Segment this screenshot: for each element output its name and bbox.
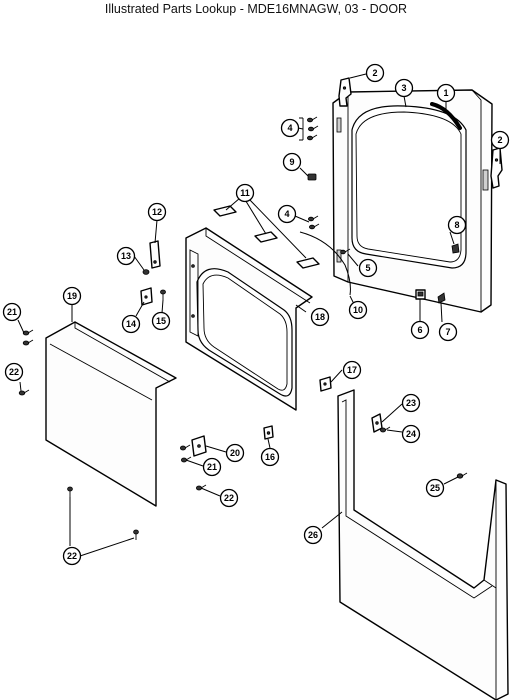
callout-4-upper[interactable]: 4 [280,118,300,138]
part-inner-door-panel[interactable] [185,227,313,411]
callout-21-left[interactable]: 21 [2,302,22,322]
callout-label-2-a: 2 [372,68,377,78]
part-lower-hinge-bracket[interactable] [371,413,383,433]
callout-label-12: 12 [152,207,162,217]
callout-14[interactable]: 14 [121,314,141,334]
callout-label-22-c: 22 [67,551,77,561]
callout-label-4-a: 4 [287,123,292,133]
callout-17[interactable]: 17 [342,360,362,380]
part-lower-hinge-screw[interactable] [379,426,391,433]
part-lower-hinge[interactable] [191,435,207,457]
callout-label-15: 15 [156,316,166,326]
callout-22-bottom[interactable]: 22 [62,546,82,566]
callout-label-8: 8 [454,220,459,230]
part-hinge-plate[interactable] [149,240,161,269]
part-lower-front-panel[interactable] [337,389,509,700]
part-hinge-screw[interactable] [160,289,166,300]
part-nut[interactable] [142,269,150,275]
callout-4-lower[interactable]: 4 [277,204,297,224]
part-hinge-screws[interactable] [179,444,192,463]
callout-22-middle[interactable]: 22 [219,488,239,508]
part-catch-screw[interactable] [437,292,446,304]
callout-10[interactable]: 10 [348,300,368,320]
part-door-screws-bottom[interactable] [67,486,139,540]
part-door-screw-left[interactable] [18,389,30,396]
callout-label-22-b: 22 [224,493,234,503]
callout-label-2-b: 2 [497,135,502,145]
callout-label-26: 26 [308,530,318,540]
part-door-strike[interactable] [263,425,274,440]
callout-22-left[interactable]: 22 [4,362,24,382]
callout-24[interactable]: 24 [401,424,421,444]
part-hinge[interactable] [140,287,153,306]
callout-1[interactable]: 1 [436,83,456,103]
part-screw[interactable] [340,248,351,255]
callout-label-11: 11 [240,188,250,198]
callout-label-13: 13 [121,251,131,261]
callout-label-21-b: 21 [207,462,217,472]
part-door-screws-left[interactable] [22,329,34,346]
callout-23[interactable]: 23 [401,393,421,413]
callout-2-upper-left[interactable]: 2 [365,63,385,83]
part-screws-lower[interactable] [307,215,320,230]
callout-18[interactable]: 18 [310,307,330,327]
page-title: Illustrated Parts Lookup - MDE16MNAGW, 0… [104,2,408,16]
callout-11[interactable]: 11 [235,183,255,203]
callout-8[interactable]: 8 [447,215,467,235]
callout-13[interactable]: 13 [116,246,136,266]
part-clip[interactable] [307,173,317,181]
callout-label-14: 14 [126,319,136,329]
callout-label-19: 19 [67,291,77,301]
part-screws-upper[interactable] [299,116,319,141]
callout-label-20: 20 [230,448,240,458]
part-seal-strip[interactable] [430,102,462,130]
part-door-front-frame[interactable] [332,89,493,313]
part-strike[interactable] [451,243,460,254]
callout-16[interactable]: 16 [260,447,280,467]
callout-label-5: 5 [365,263,370,273]
part-wire-harness[interactable] [299,231,351,296]
callout-26[interactable]: 26 [303,525,323,545]
leader-lines [17,73,501,557]
callout-12[interactable]: 12 [147,202,167,222]
callout-label-16: 16 [265,452,275,462]
part-hinge-bracket-left[interactable] [338,77,352,107]
callout-5[interactable]: 5 [358,258,378,278]
callout-label-4-b: 4 [284,209,289,219]
callout-label-1: 1 [443,88,448,98]
callout-21-middle[interactable]: 21 [202,457,222,477]
callout-6[interactable]: 6 [410,320,430,340]
callout-3[interactable]: 3 [394,78,414,98]
part-panel-screw[interactable] [456,472,468,479]
callout-2-right[interactable]: 2 [490,130,510,150]
callout-15[interactable]: 15 [151,311,171,331]
callout-label-7: 7 [445,327,450,337]
callout-label-9: 9 [289,157,294,167]
part-latch[interactable] [319,376,332,392]
callout-label-6: 6 [417,325,422,335]
callout-label-25: 25 [430,483,440,493]
callout-9[interactable]: 9 [282,152,302,172]
part-gaskets[interactable] [213,205,320,269]
callout-label-18: 18 [315,312,325,322]
callout-label-21-a: 21 [7,307,17,317]
callout-7[interactable]: 7 [438,322,458,342]
callout-label-22-a: 22 [9,367,19,377]
callout-25[interactable]: 25 [425,478,445,498]
callout-label-10: 10 [353,305,363,315]
part-catch[interactable] [415,289,426,300]
callout-20[interactable]: 20 [225,443,245,463]
callout-label-23: 23 [406,398,416,408]
callout-label-17: 17 [347,365,357,375]
part-outer-door-panel[interactable] [45,321,177,507]
callout-label-3: 3 [401,83,406,93]
callout-19[interactable]: 19 [62,286,82,306]
callout-label-24: 24 [406,429,416,439]
